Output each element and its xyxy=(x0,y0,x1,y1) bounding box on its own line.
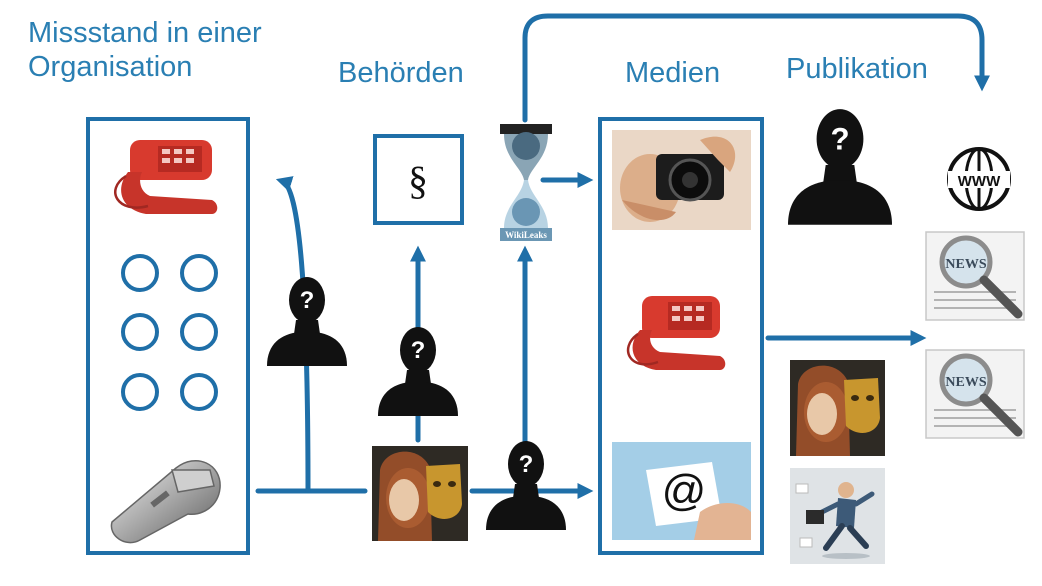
news-magnifier-icon: NEWS xyxy=(925,349,1025,439)
svg-text:WWW: WWW xyxy=(958,173,1001,190)
organisation-box xyxy=(86,117,250,555)
svg-text:?: ? xyxy=(300,287,315,314)
label-behoerden: Behörden xyxy=(338,57,464,89)
unknown-person-icon: ? xyxy=(267,277,347,366)
paragraph-symbol: § xyxy=(408,158,428,203)
news-magnifier-icon: NEWS xyxy=(925,231,1025,321)
masked-woman-photo xyxy=(372,446,468,541)
svg-text:?: ? xyxy=(830,121,849,156)
medien-box xyxy=(598,117,764,555)
email-photo: @ xyxy=(612,442,751,540)
svg-text:?: ? xyxy=(519,451,534,478)
camera-photo xyxy=(612,130,751,230)
wikileaks-logo: WikiLeaks xyxy=(500,124,552,241)
red-phone-icon xyxy=(114,140,218,214)
red-phone-icon xyxy=(626,296,726,370)
whistle-icon xyxy=(110,459,221,544)
svg-text:?: ? xyxy=(411,337,426,364)
masked-woman-photo xyxy=(790,360,885,456)
unknown-person-icon: ? xyxy=(486,441,566,530)
anonymous-circles xyxy=(121,254,218,411)
label-organisation: Missstand in einer Organisation xyxy=(28,17,262,83)
unknown-person-icon: ? xyxy=(378,327,458,416)
svg-text:@: @ xyxy=(662,466,707,515)
svg-text:NEWS: NEWS xyxy=(945,375,986,390)
www-globe-icon: WWW xyxy=(947,147,1011,211)
label-medien: Medien xyxy=(625,57,721,89)
behoerden-box xyxy=(373,134,464,225)
arrow-back-to-organisation xyxy=(275,176,311,494)
svg-text:NEWS: NEWS xyxy=(945,257,986,272)
arrow-wikileaks-to-publikation xyxy=(522,13,991,123)
svg-text:WikiLeaks: WikiLeaks xyxy=(505,230,547,240)
label-publikation: Publikation xyxy=(786,53,928,85)
unknown-person-icon: ? xyxy=(788,109,892,225)
fleeing-businessman-illustration xyxy=(790,468,885,564)
